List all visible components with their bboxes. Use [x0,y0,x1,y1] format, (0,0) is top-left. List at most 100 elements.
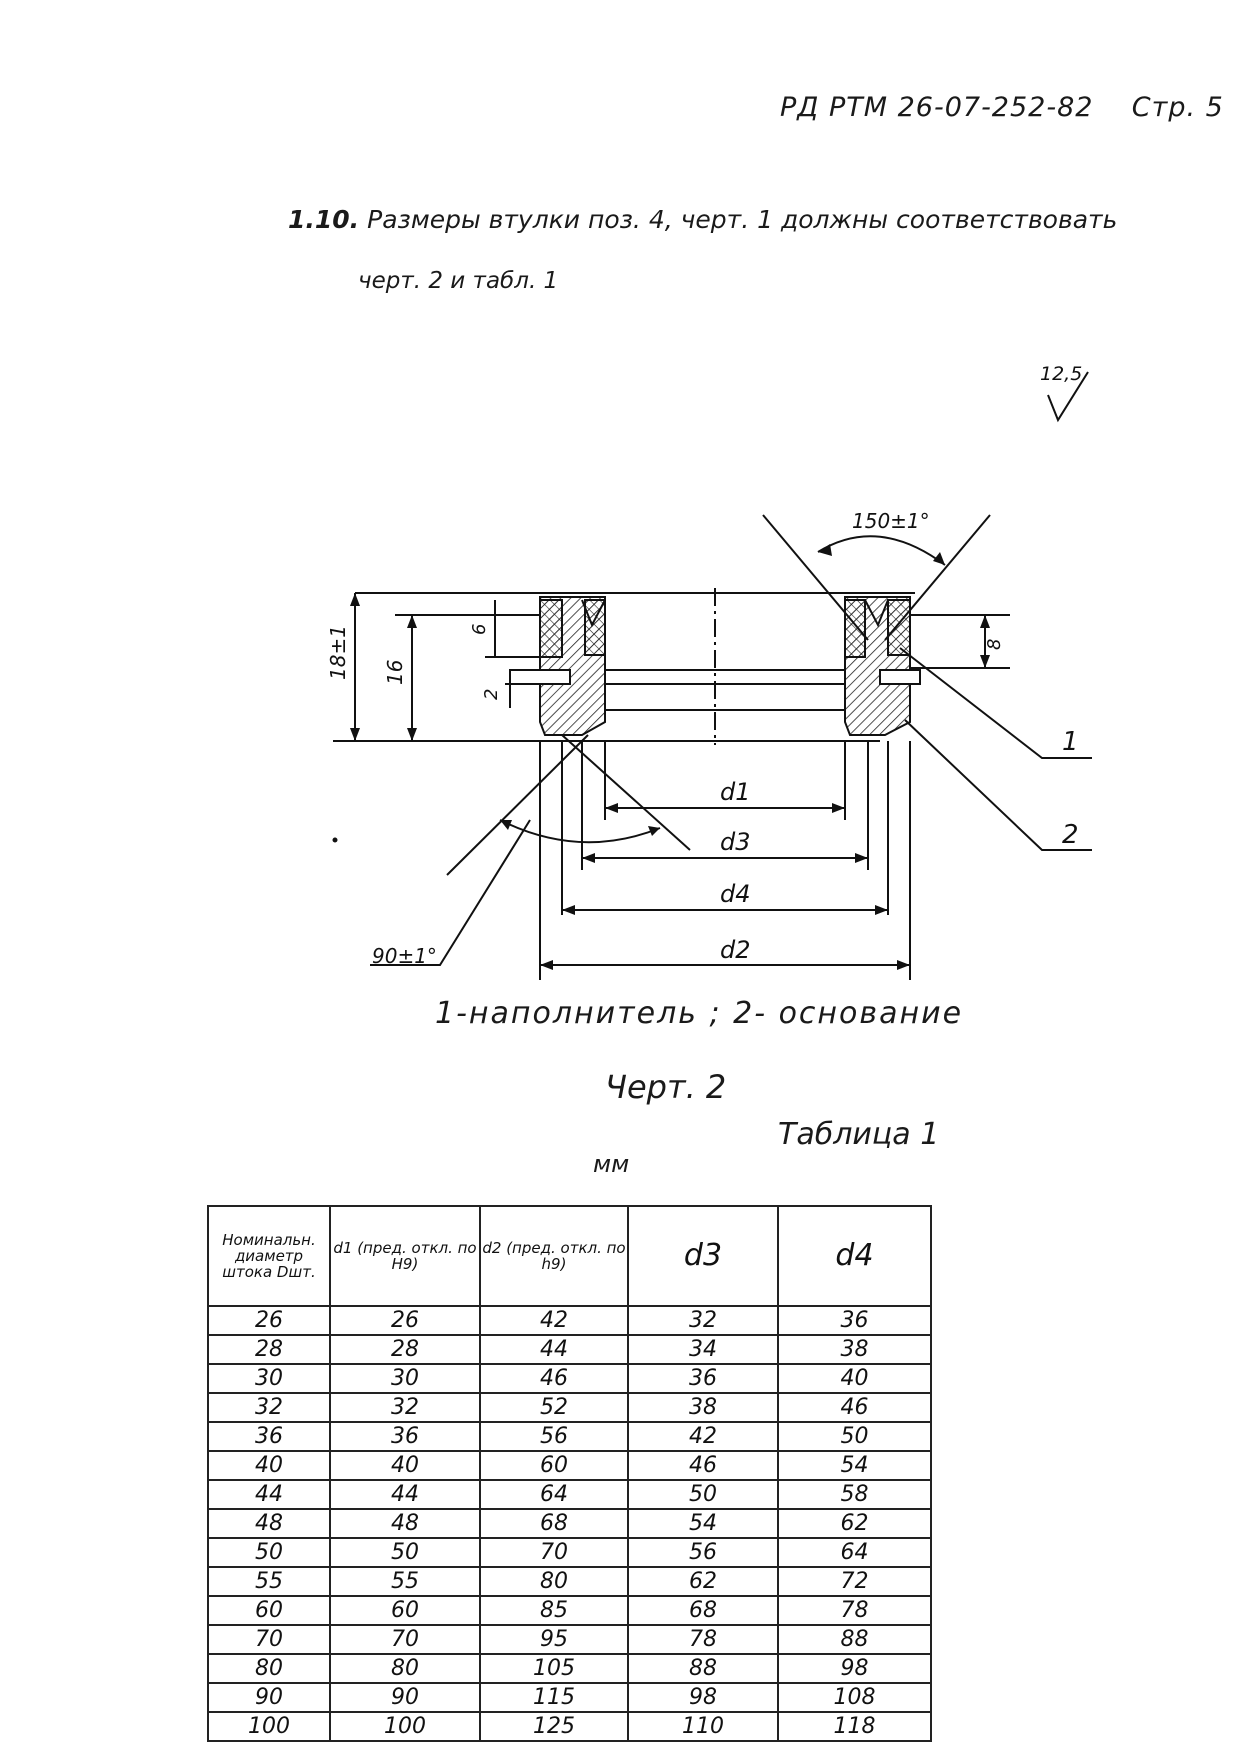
clause-number: 1.10. [288,205,360,234]
table-cell: 85 [479,1595,629,1626]
table-cell: 42 [479,1305,629,1336]
table-cell: 78 [777,1595,932,1626]
table-cell: 60 [479,1450,629,1481]
dim-total-height: 18±1 [326,625,350,680]
table-title: Таблица 1 [778,1117,940,1152]
table-cell: 30 [207,1363,331,1394]
table-cell: 72 [777,1566,932,1597]
table-cell: 54 [777,1450,932,1481]
table-cell: 56 [479,1421,629,1452]
table-cell: 62 [627,1566,779,1597]
callout-2: 2 [1062,820,1079,850]
table-cell: 58 [777,1479,932,1510]
table-cell: 34 [627,1334,779,1365]
table-cell: 70 [479,1537,629,1568]
table-cell: 105 [479,1653,629,1684]
table-cell: 40 [777,1363,932,1394]
figure-label: Черт. 2 [605,1068,727,1106]
dim-6: 6 [469,624,490,635]
table-cell: 52 [479,1392,629,1423]
table-cell: 50 [777,1421,932,1452]
table-cell: 68 [627,1595,779,1626]
table-cell: 98 [777,1653,932,1684]
table-cell: 32 [329,1392,481,1423]
table-cell: 48 [329,1508,481,1539]
table-cell: 80 [479,1566,629,1597]
document-header: РД РТМ 26-07-252-82 Стр. 5 [780,92,1224,123]
label-d2: d2 [720,936,751,964]
table-cell: 54 [627,1508,779,1539]
table-cell: 98 [627,1682,779,1713]
table-cell: 36 [207,1421,331,1452]
table-cell: 40 [329,1450,481,1481]
angle-bottom-label: 90±1° [372,944,437,968]
table-cell: 50 [329,1537,481,1568]
label-d4: d4 [720,880,751,908]
table-cell: 125 [479,1711,629,1742]
table-cell: 64 [777,1537,932,1568]
table-cell: 70 [207,1624,331,1655]
dimensions-table: Номинальн. диаметр штока Dшт. d1 (пред. … [207,1205,932,1742]
table-cell: 100 [329,1711,481,1742]
table-cell: 100 [207,1711,331,1742]
table-cell: 64 [479,1479,629,1510]
angle-top-label: 150±1° [852,509,930,533]
table-cell: 80 [329,1653,481,1684]
table-cell: 70 [329,1624,481,1655]
label-d1: d1 [720,778,751,806]
clause-line-2: черт. 2 и табл. 1 [358,268,559,294]
table-cell: 90 [329,1682,481,1713]
table-cell: 56 [627,1537,779,1568]
table-cell: 26 [329,1305,481,1336]
table-cell: 46 [627,1450,779,1481]
table-cell: 95 [479,1624,629,1655]
table-cell: 28 [329,1334,481,1365]
table-cell: 36 [627,1363,779,1394]
table-header-row: Номинальн. диаметр штока Dшт. d1 (пред. … [207,1205,932,1307]
dim-8: 8 [984,639,1005,650]
table-cell: 44 [329,1479,481,1510]
units-label: мм [593,1150,630,1178]
header-d1: d1 (пред. откл. по H9) [329,1205,481,1307]
table-cell: 60 [207,1595,331,1626]
table-cell: 32 [627,1305,779,1336]
table-cell: 60 [329,1595,481,1626]
doc-code: РД РТМ 26-07-252-82 [780,92,1094,123]
table-cell: 78 [627,1624,779,1655]
table-cell: 88 [627,1653,779,1684]
table-cell: 46 [777,1392,932,1423]
table-cell: 46 [479,1363,629,1394]
table-cell: 118 [777,1711,932,1742]
header-d3: d3 [627,1205,779,1307]
roughness-value: 12,5 [1040,363,1082,385]
label-d3: d3 [720,828,751,856]
table-cell: 108 [777,1682,932,1713]
table-cell: 30 [329,1363,481,1394]
table-cell: 55 [329,1566,481,1597]
roughness-mark: 12,5 [1040,363,1089,423]
clause-text: Размеры втулки поз. 4, черт. 1 должны со… [367,205,1118,234]
table-cell: 68 [479,1508,629,1539]
header-d4: d4 [777,1205,932,1307]
table-cell: 36 [777,1305,932,1336]
table-cell: 90 [207,1682,331,1713]
table-cell: 88 [777,1624,932,1655]
table-cell: 110 [627,1711,779,1742]
table-cell: 55 [207,1566,331,1597]
table-cell: 50 [207,1537,331,1568]
